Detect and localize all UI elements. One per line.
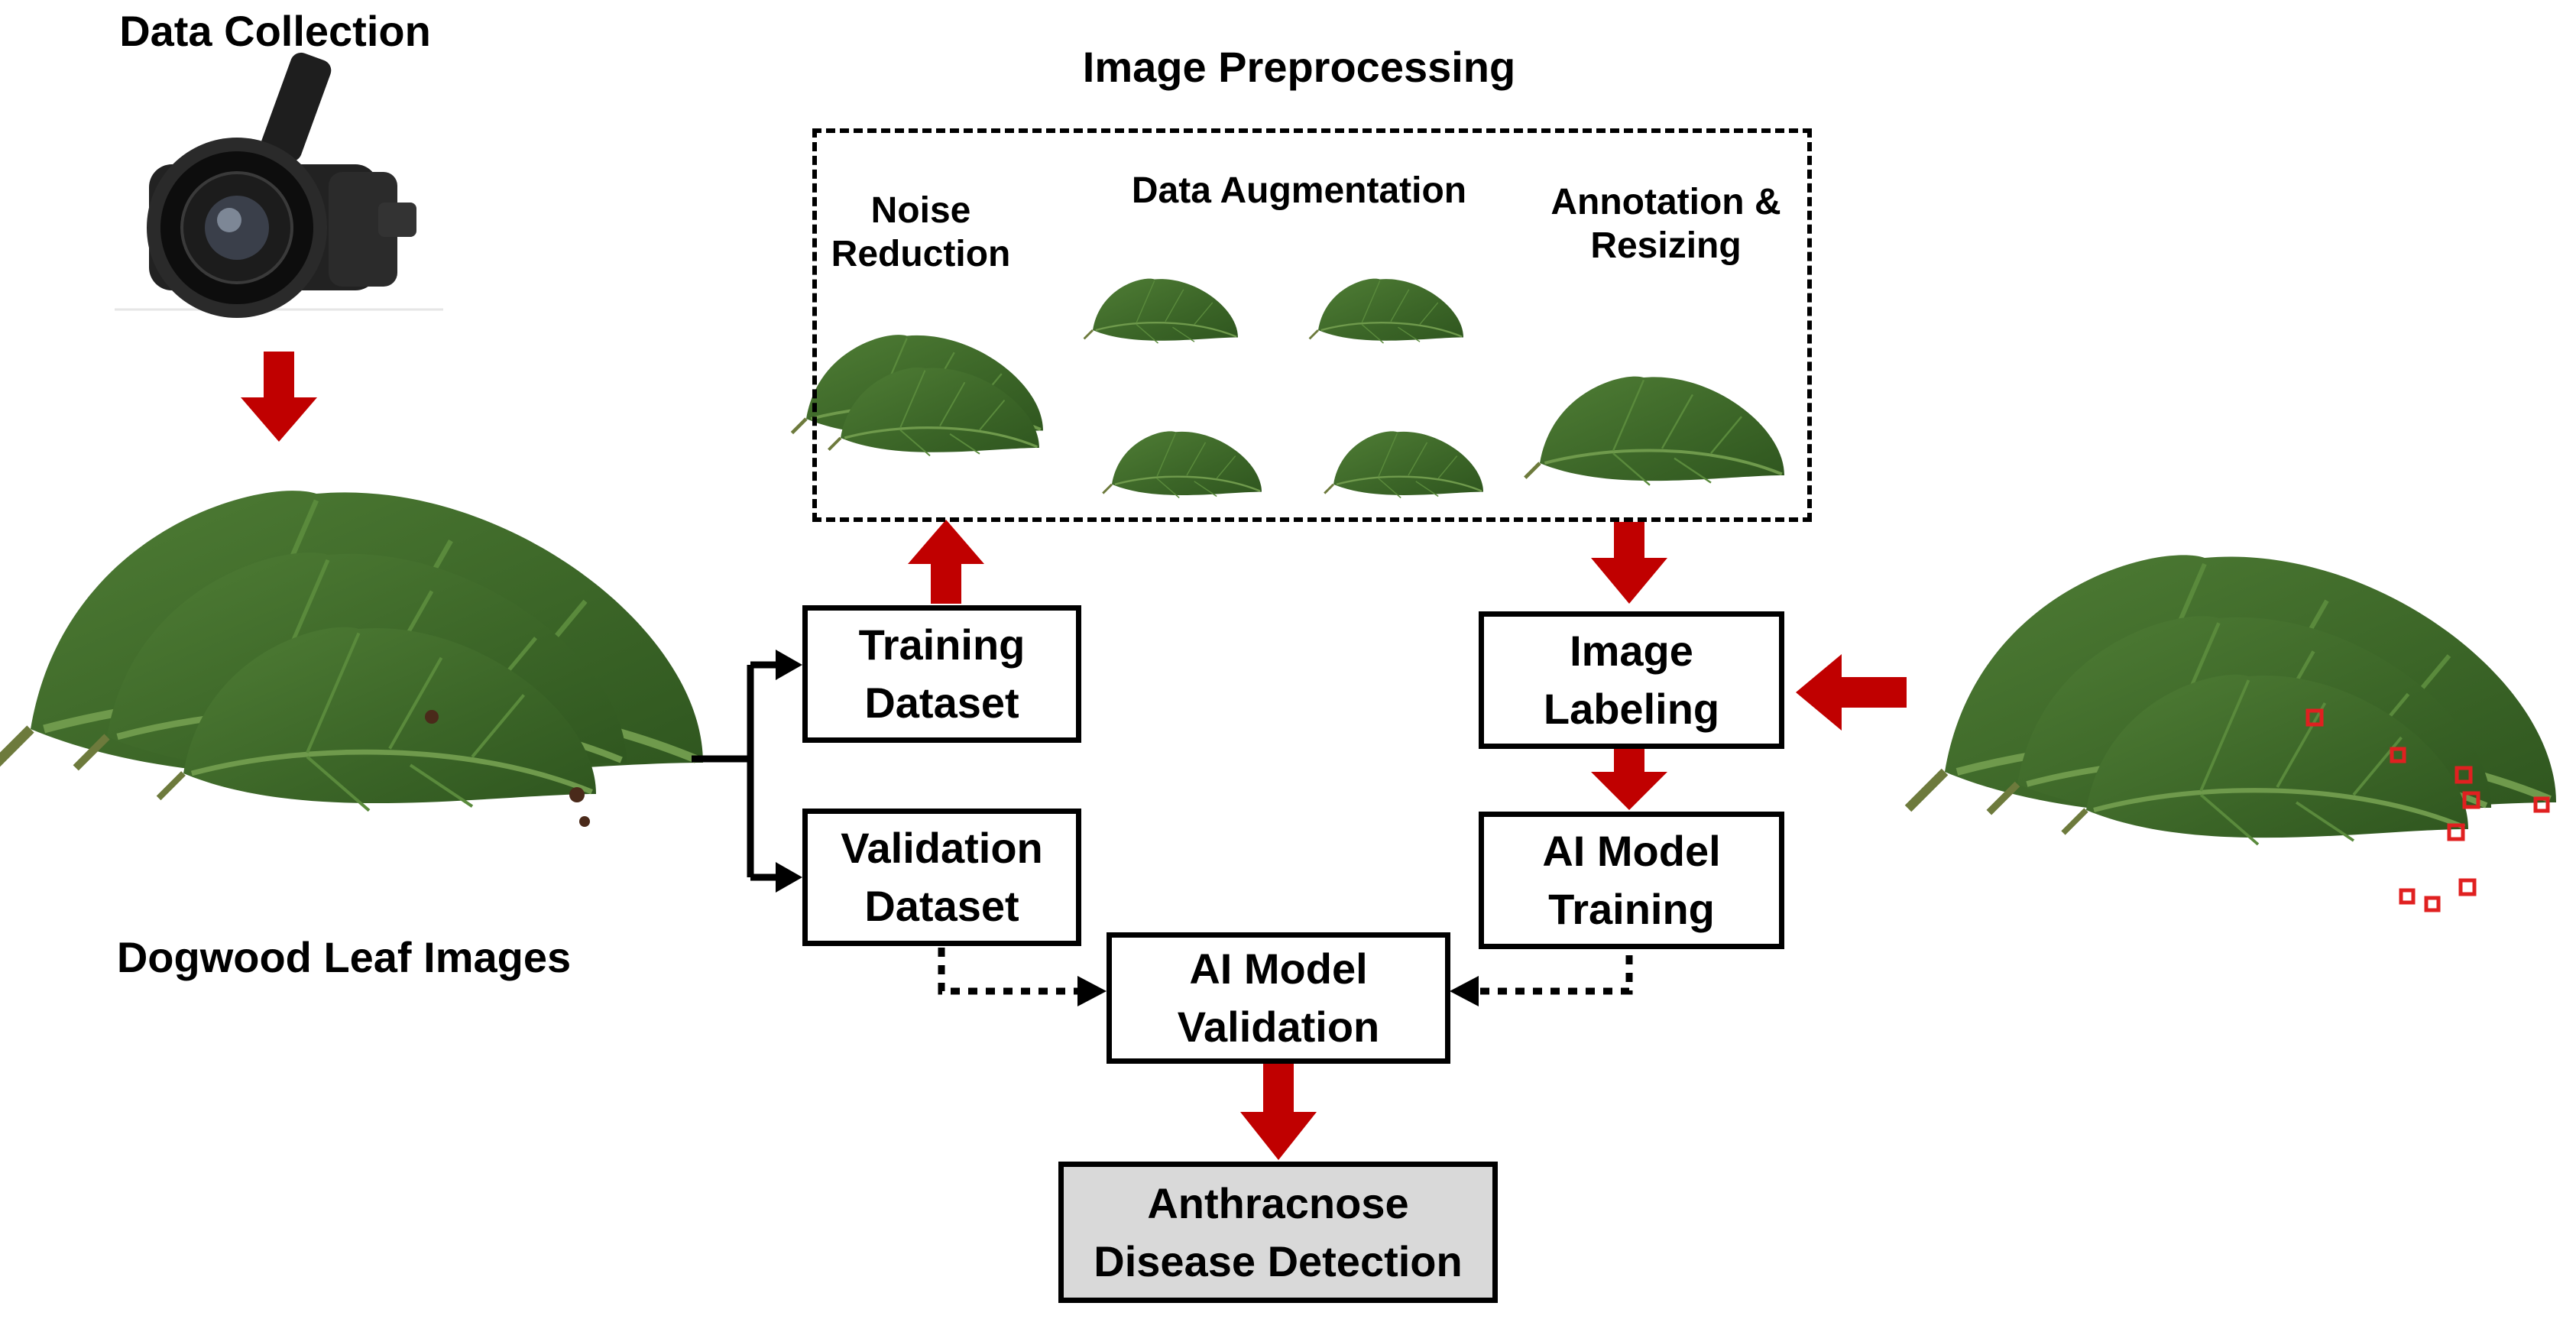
data-augmentation-label: Data Augmentation (1131, 170, 1467, 211)
training-dataset-box: Training Dataset (802, 605, 1081, 743)
disease-detection-label: Anthracnose Disease Detection (1094, 1178, 1463, 1285)
image-preprocessing-title: Image Preprocessing (1082, 43, 1516, 91)
validation-dataset-label: Validation Dataset (841, 824, 1043, 930)
flow-arrows (241, 352, 1907, 1160)
ai-model-validation-box: AI Model Validation (1107, 932, 1450, 1064)
training-dataset-label: Training Dataset (858, 621, 1026, 727)
ai-model-validation-label: AI Model Validation (1177, 945, 1380, 1051)
validation-dataset-box: Validation Dataset (802, 809, 1081, 946)
camera-icon (115, 52, 443, 318)
image-labeling-label: Image Labeling (1543, 627, 1720, 733)
preprocessing-region (812, 128, 1812, 522)
ai-model-training-box: AI Model Training (1479, 812, 1784, 949)
noise-reduction-label: Noise Reduction (831, 190, 1011, 274)
dotted-connectors (938, 948, 1633, 995)
annotation-resizing-label: Annotation & Resizing (1550, 182, 1781, 266)
dataset-split-connector (692, 661, 779, 881)
image-labeling-box: Image Labeling (1479, 611, 1784, 749)
detection-markers (2305, 708, 2550, 912)
dogwood-leaf-images-label: Dogwood Leaf Images (116, 933, 572, 981)
data-collection-title: Data Collection (119, 7, 431, 55)
disease-detection-box: Anthracnose Disease Detection (1058, 1162, 1498, 1303)
ai-model-training-label: AI Model Training (1542, 827, 1721, 933)
